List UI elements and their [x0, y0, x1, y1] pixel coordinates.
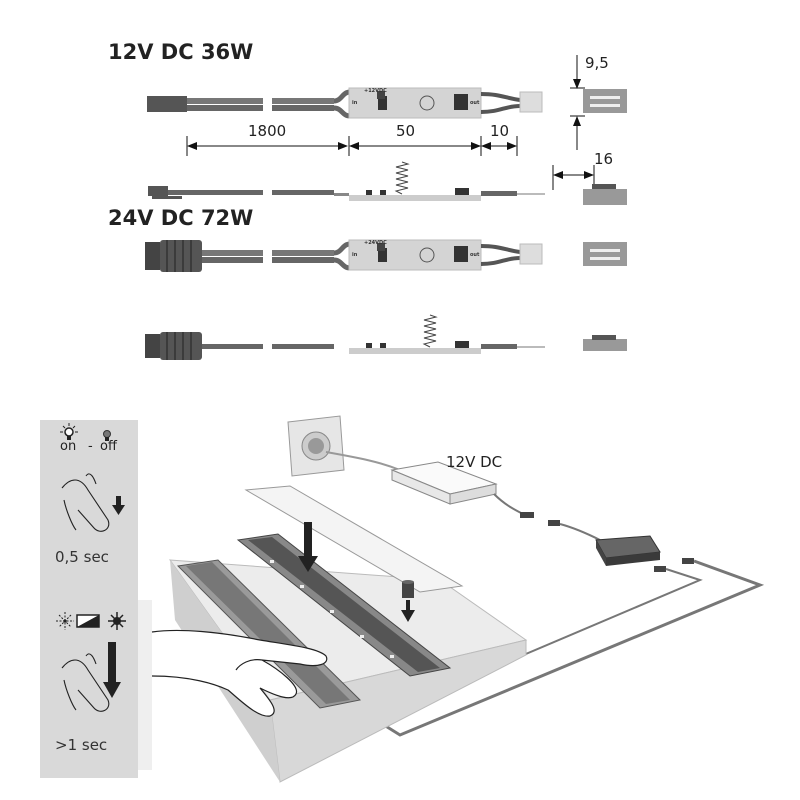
insert-arrow-icon	[298, 522, 318, 572]
bulb-on-icon	[60, 423, 78, 440]
wall-socket	[287, 415, 345, 477]
dimension-height: 9,5	[585, 54, 609, 72]
power-supply-label: 12V DC	[446, 453, 503, 471]
pcb-out-label: out	[470, 100, 480, 106]
pcb-out-label-24v: out	[470, 252, 480, 258]
dimming-ramp-icon	[76, 614, 100, 628]
pcb-label-12v: +12VDC	[364, 88, 387, 94]
hand	[151, 629, 328, 717]
power-supply	[390, 461, 498, 505]
dimension-lines	[186, 55, 595, 190]
led-profile-installed	[236, 533, 452, 677]
variant-24v-title: 24V DC 72W	[108, 206, 254, 230]
on-off-separator: -	[88, 439, 93, 454]
sensor-module	[401, 580, 415, 622]
end-views	[583, 89, 627, 351]
sensor-24v-top-view	[145, 239, 543, 272]
instruction-panel	[40, 420, 152, 778]
off-label: off	[100, 439, 117, 454]
dim-high-icon	[108, 612, 126, 630]
installation-illustration	[151, 415, 765, 783]
on-label: on	[60, 439, 77, 454]
dim-low-icon	[56, 612, 74, 630]
sensor-12v-top-view	[147, 87, 543, 119]
dimension-tail-length: 10	[490, 122, 510, 140]
pcb-label-24v: +24VDC	[364, 240, 387, 246]
long-press-duration: >1 sec	[55, 736, 108, 754]
pcb-in-label: in	[352, 100, 358, 106]
short-press-duration: 0,5 sec	[55, 548, 109, 566]
bulb-off-icon	[103, 430, 111, 441]
sensor-24v-side-view	[145, 314, 545, 360]
dimension-width: 16	[594, 150, 614, 168]
finger-tap-icon	[61, 473, 125, 532]
dimension-module-length: 50	[396, 122, 416, 140]
distribution-block	[595, 535, 661, 566]
dimension-cable-length: 1800	[248, 122, 287, 140]
diffuser-cover	[244, 485, 464, 593]
finger-hold-icon	[61, 642, 121, 712]
variant-12v-title: 12V DC 36W	[108, 40, 254, 64]
pcb-in-label-24v: in	[352, 252, 358, 258]
sensor-12v-side-view	[148, 161, 545, 201]
